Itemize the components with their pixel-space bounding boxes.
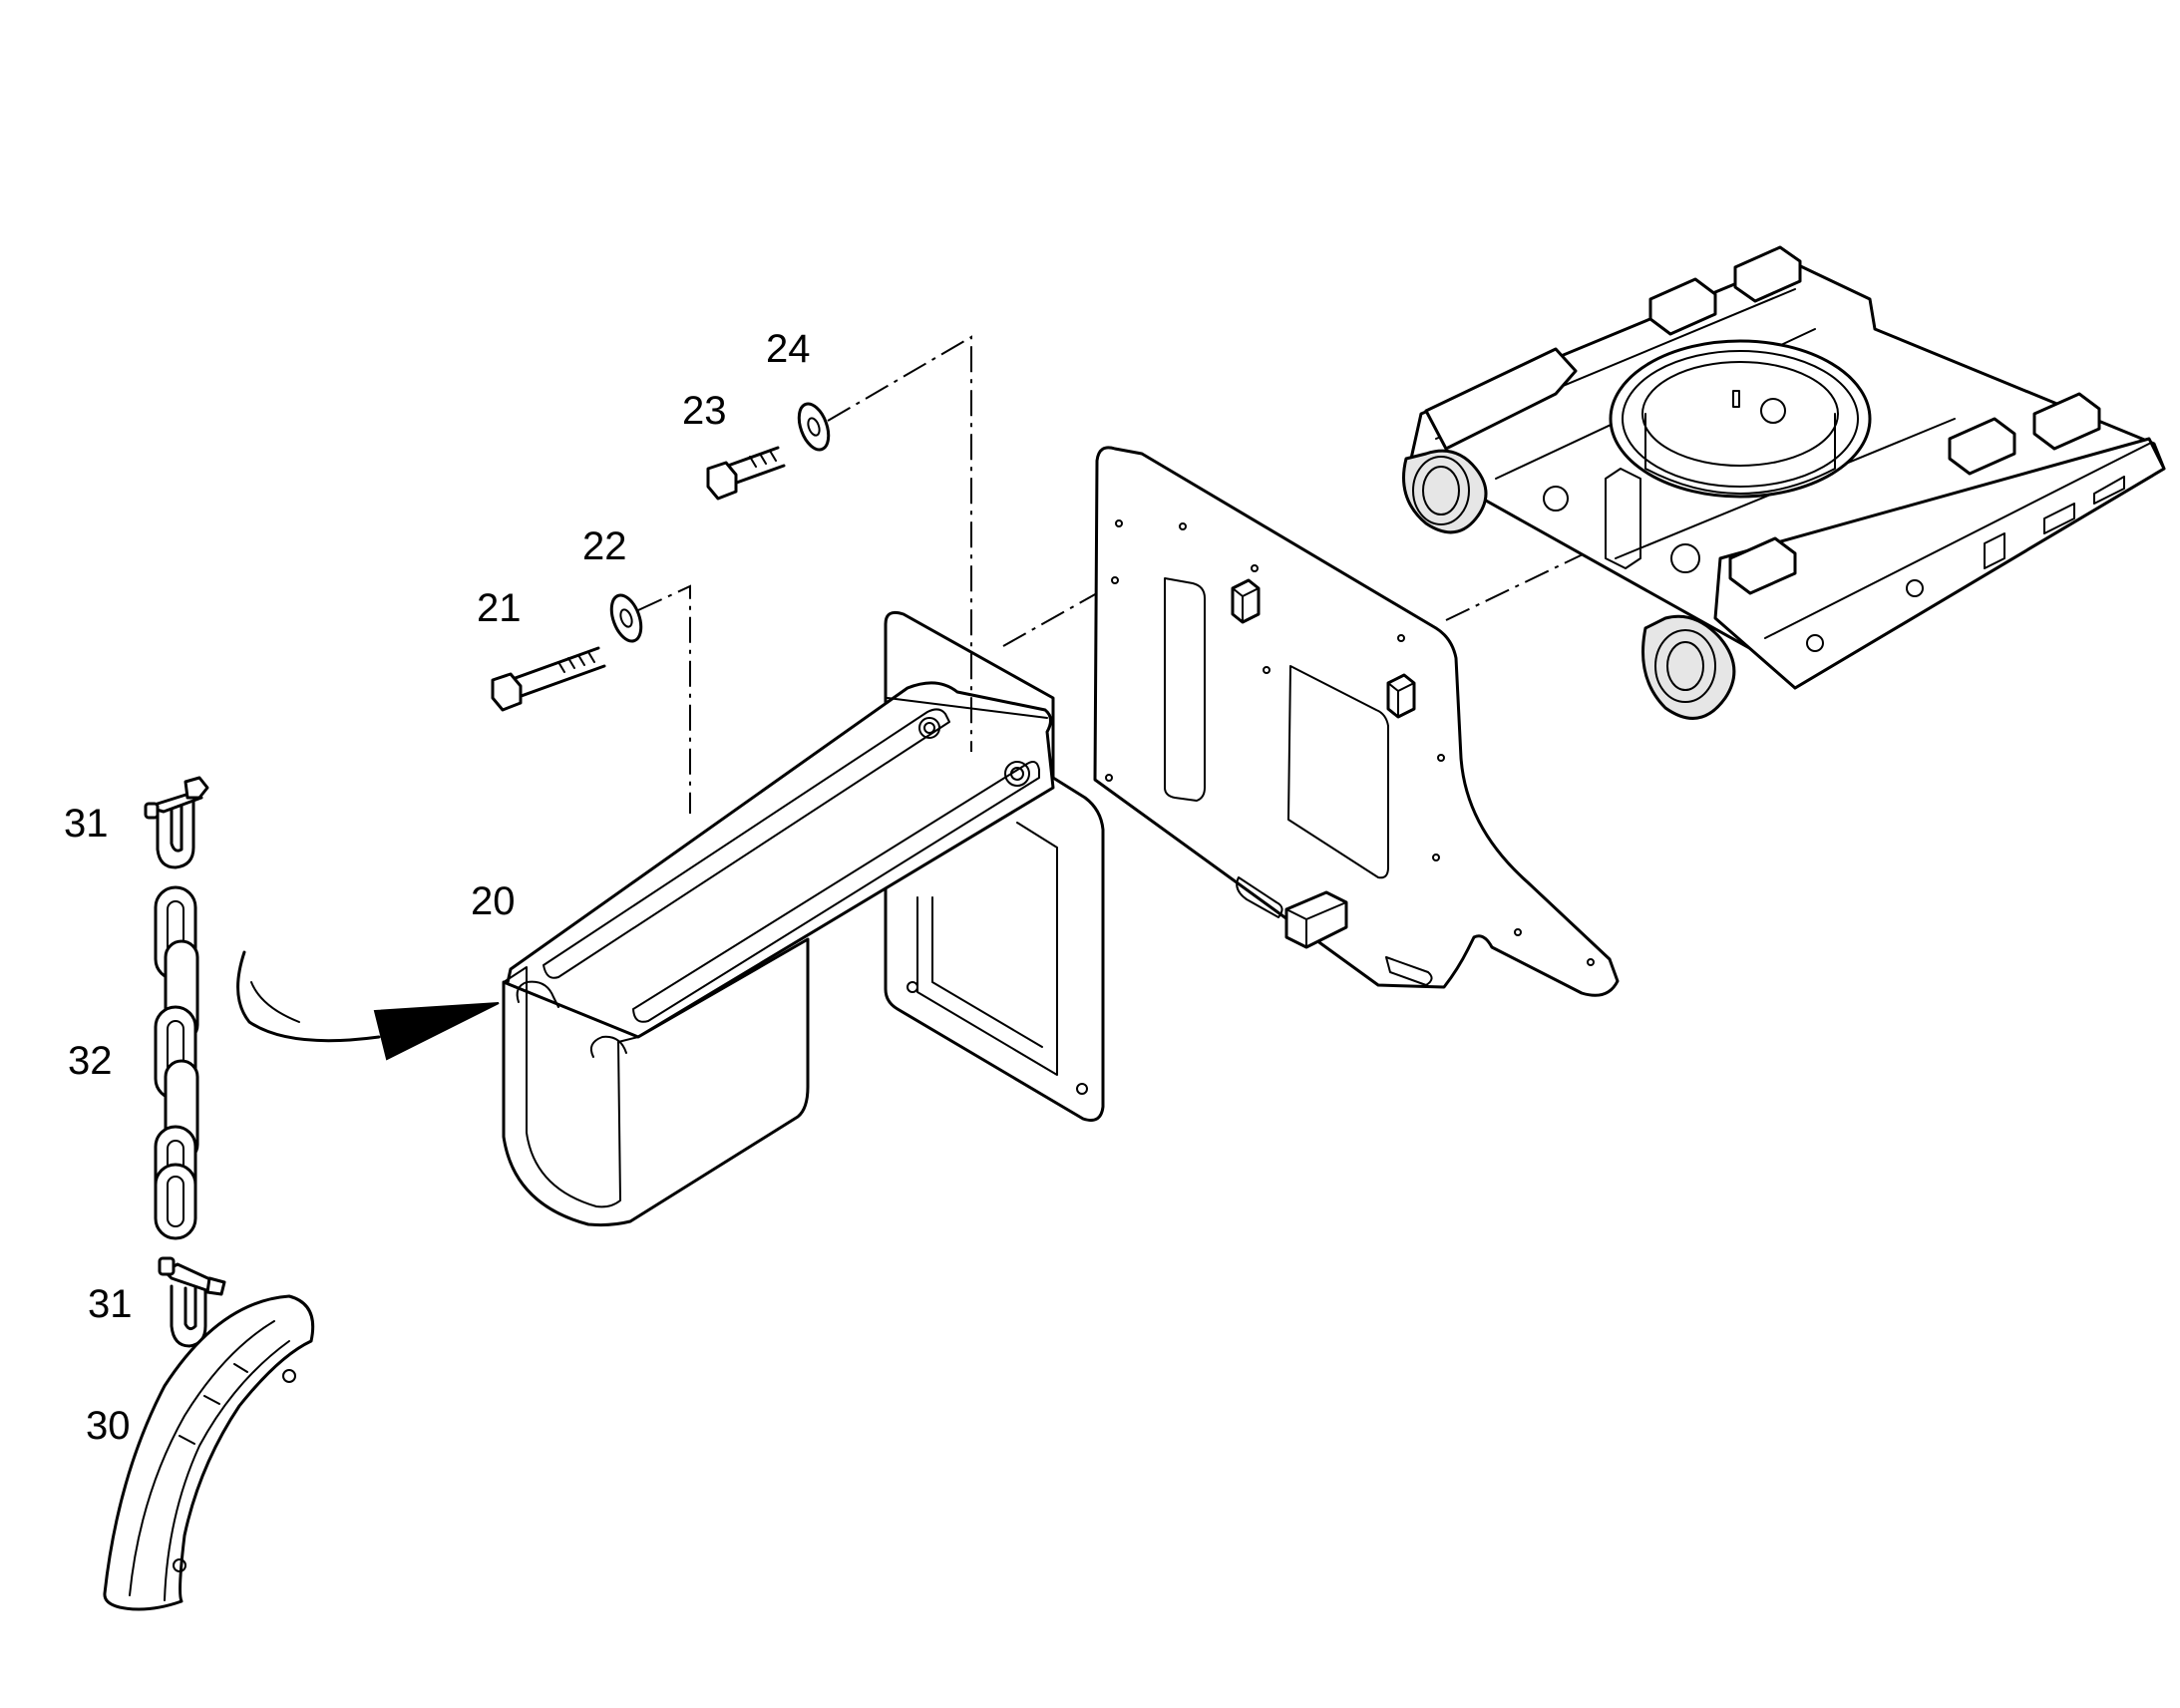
washer-part-24 xyxy=(797,402,831,452)
washer-part-22 xyxy=(609,593,643,643)
part-label-20: 20 xyxy=(471,879,516,923)
part-label-31-top: 31 xyxy=(64,802,109,846)
undercarriage-frame xyxy=(1402,245,2166,720)
part-label-23: 23 xyxy=(682,389,727,433)
part-label-22: 22 xyxy=(582,524,627,568)
bolt-part-21 xyxy=(491,646,606,712)
bolt-part-23 xyxy=(706,446,786,501)
shackle-part-31-bottom xyxy=(158,1256,226,1348)
shackle-part-31-top xyxy=(144,776,209,869)
part-label-24: 24 xyxy=(766,327,811,371)
assembly-center-lines xyxy=(637,335,1607,814)
part-label-21: 21 xyxy=(477,586,522,630)
mounting-plate xyxy=(1093,446,1620,997)
part-label-31-bottom: 31 xyxy=(88,1282,133,1326)
part-label-30: 30 xyxy=(86,1404,131,1448)
placement-arrow-icon xyxy=(236,950,500,1061)
chain-part-32 xyxy=(154,885,199,1240)
part-label-32: 32 xyxy=(68,1039,113,1083)
guide-part-30 xyxy=(103,1294,315,1611)
bracket-part-20 xyxy=(502,610,1105,1227)
